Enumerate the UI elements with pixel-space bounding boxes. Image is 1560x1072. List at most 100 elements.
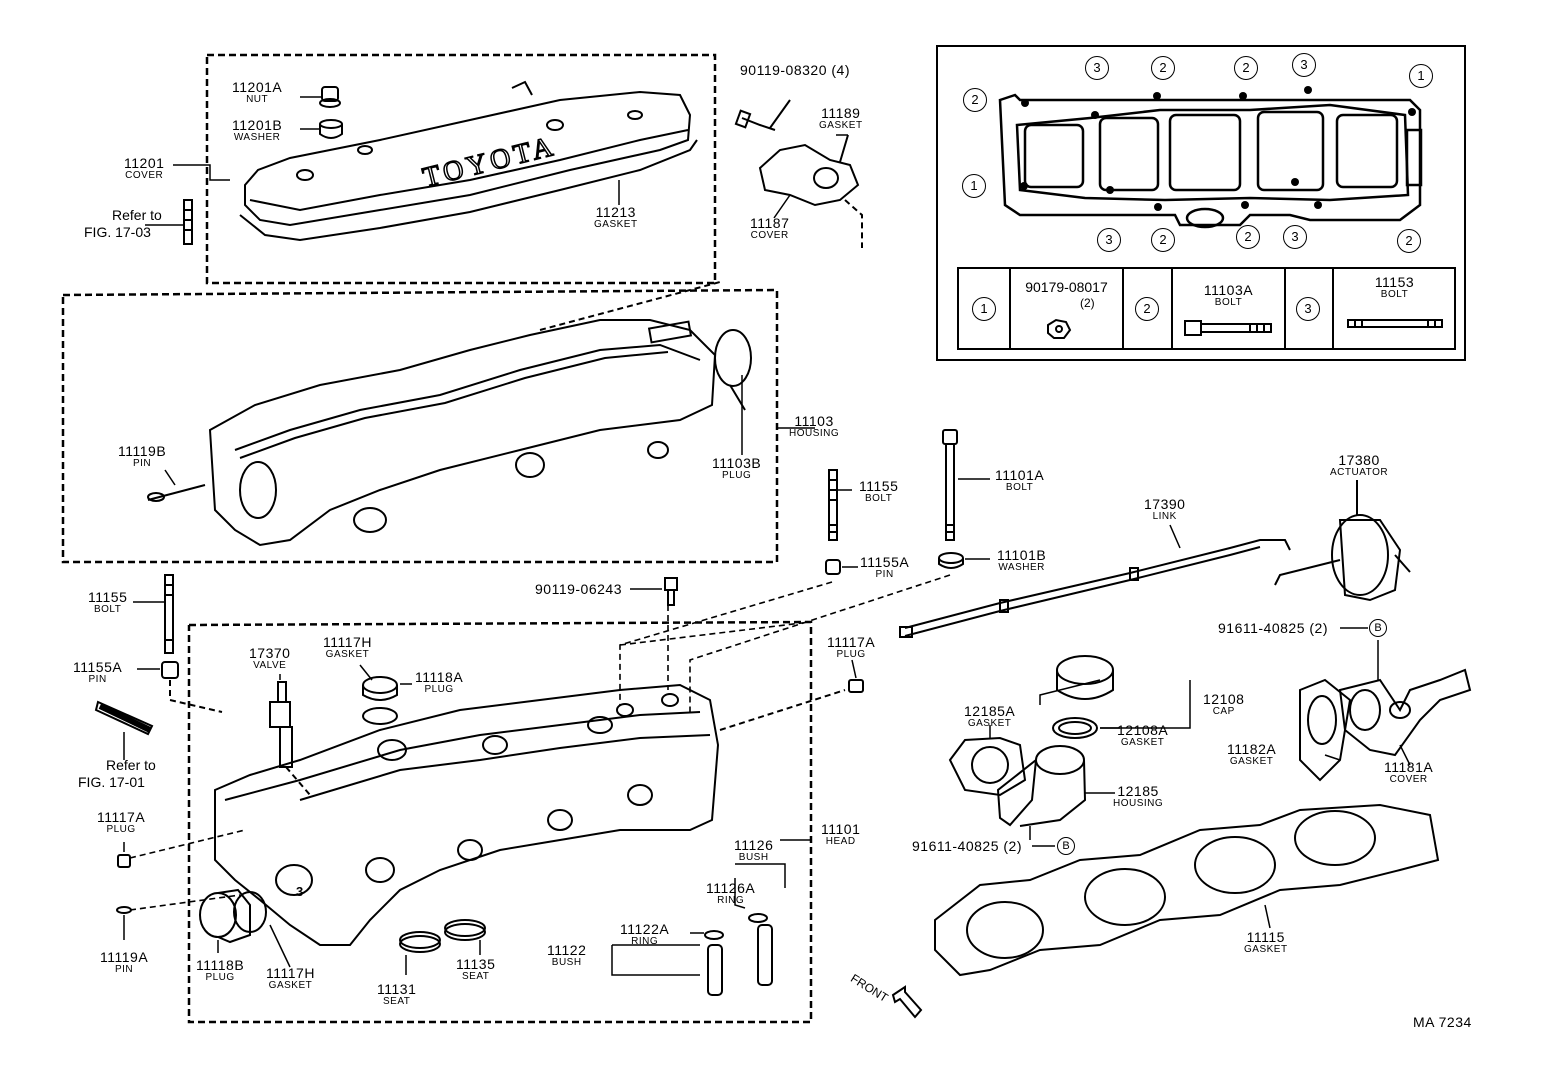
seq-circle-3: 3	[1097, 228, 1121, 252]
part-number: 11117A	[827, 634, 876, 650]
part-number: 11117H	[266, 965, 315, 981]
part-name: GASKET	[268, 980, 313, 991]
label-90119-08320: 90119-08320 (4)	[740, 62, 850, 78]
part-name: GASKET	[325, 649, 370, 660]
part-name: VALVE	[253, 660, 287, 671]
part-name: PIN	[875, 569, 894, 580]
seq-circle-2: 2	[963, 88, 987, 112]
legend-part-90179-08017: 90179-08017	[1025, 279, 1108, 295]
part-number: 11115	[1246, 929, 1285, 945]
part-number: 11126A	[706, 880, 756, 896]
part-number: 11155A	[860, 554, 910, 570]
part-number: 11201A	[232, 79, 283, 95]
seq-circle-3: 3	[1292, 53, 1316, 77]
part-number: 11155	[859, 478, 899, 494]
part-number: 11155A	[73, 659, 123, 675]
legend-circle-2: 2	[1135, 297, 1159, 321]
refer-line1: Refer to	[112, 207, 162, 223]
seq-circle-1: 1	[1409, 64, 1433, 88]
part-number: 11182A	[1227, 741, 1277, 757]
part-number: 11213	[595, 204, 636, 220]
bush-11122-drawing	[704, 930, 724, 996]
part-number: 17370	[249, 645, 291, 661]
callout-b-top: B	[1369, 619, 1387, 637]
legend-circle-3: 3	[1296, 297, 1320, 321]
washer-11101B-drawing	[938, 552, 964, 569]
gasket-11182A-drawing	[1299, 678, 1352, 782]
stud-drawing	[183, 199, 193, 245]
part-name: WASHER	[233, 132, 281, 143]
actuator-17380-drawing	[1274, 480, 1411, 602]
part-number: 11101B	[997, 547, 1047, 563]
housing-12185-drawing	[996, 745, 1087, 827]
bolt-11101A-drawing	[942, 429, 958, 541]
label-90119-06243: 90119-06243	[535, 581, 622, 597]
part-number: 12185A	[964, 703, 1016, 719]
part-name: SEAT	[461, 971, 490, 982]
part-name: GASKET	[594, 219, 638, 230]
part-number: 11117A	[97, 809, 146, 825]
part-number: 11103	[794, 413, 834, 429]
part-name: PLUG	[205, 972, 235, 983]
part-number: 17390	[1144, 496, 1186, 512]
part-name: BUSH	[738, 852, 769, 863]
part-number: 11117H	[323, 634, 372, 650]
part-name: ACTUATOR	[1330, 467, 1389, 478]
part-number: 11122	[547, 942, 587, 958]
part-name: SEAT	[382, 996, 411, 1007]
bolt-11155-left-drawing	[164, 574, 174, 654]
part-number: 11189	[821, 105, 861, 121]
part-number: 11103A	[1203, 282, 1254, 298]
label-91611-top: 91611-40825 (2)	[1218, 620, 1328, 636]
part-name: PLUG	[721, 470, 752, 481]
seat-11135-drawing	[444, 919, 486, 941]
head-mark: 3	[296, 884, 304, 899]
part-name: GASKET	[1229, 756, 1274, 767]
part-name: RING	[717, 895, 745, 906]
part-number: 12185	[1117, 783, 1159, 799]
part-number: 11119B	[118, 443, 167, 459]
part-number: 11118B	[196, 957, 245, 973]
part-name: WASHER	[998, 562, 1045, 573]
plug-11117A-left-drawing	[117, 854, 131, 868]
part-number: 11103B	[712, 455, 762, 471]
stud-left-drawing	[94, 700, 154, 736]
part-number: 11118A	[415, 669, 464, 685]
pin-11155A-drawing	[825, 559, 841, 575]
part-name: GASKET	[967, 718, 1012, 729]
housing-group-box	[61, 288, 779, 564]
nut-washer-drawing	[319, 86, 343, 139]
part-name: BUSH	[551, 957, 582, 968]
part-name: PLUG	[106, 824, 136, 835]
part-name: BOLT	[1214, 297, 1243, 308]
toyota-logo-text: TOYOTA	[420, 131, 560, 194]
part-name: PLUG	[836, 649, 866, 660]
refer-line1: Refer to	[106, 757, 156, 773]
cylinder-head-drawing	[214, 683, 720, 946]
torque-sequence-box	[936, 45, 1466, 361]
